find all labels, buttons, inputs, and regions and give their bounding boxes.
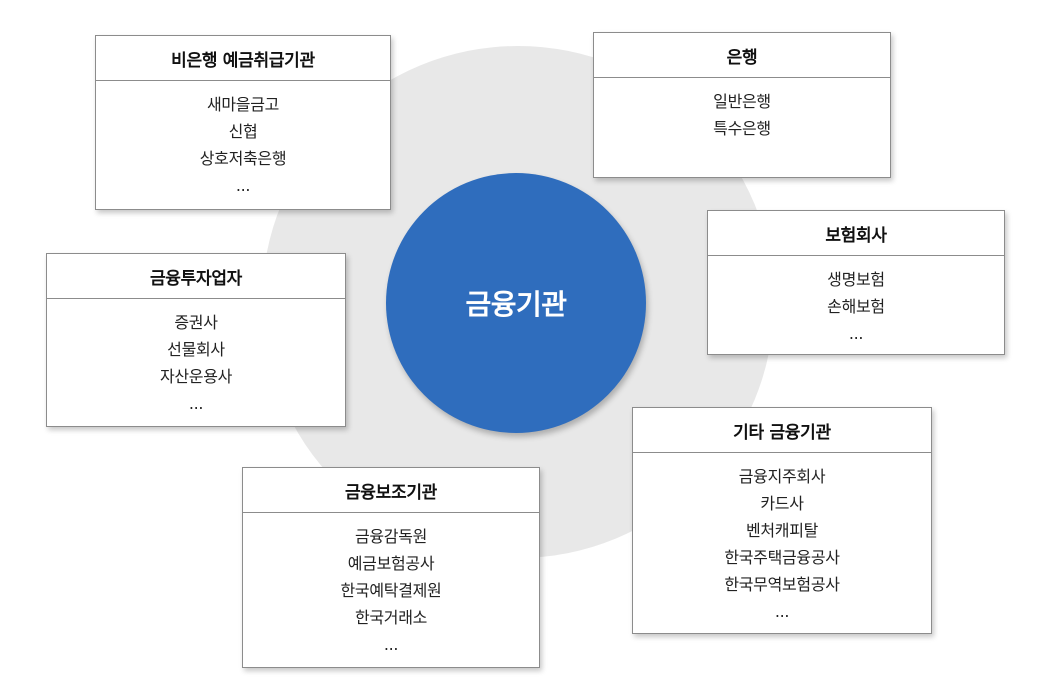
- card-item: 특수은행: [713, 119, 771, 138]
- card-item: 일반은행: [713, 92, 771, 111]
- card-insurance: 보험회사 생명보험 손해보험 ...: [707, 210, 1005, 355]
- card-item: ...: [774, 602, 790, 621]
- card-item: 자산운용사: [159, 367, 233, 386]
- card-title: 금융투자업자: [47, 254, 345, 299]
- card-item: 카드사: [760, 494, 804, 513]
- card-title: 기타 금융기관: [633, 408, 931, 453]
- card-financial-auxiliary: 금융보조기관 금융감독원 예금보험공사 한국예탁결제원 한국거래소 ...: [242, 467, 540, 668]
- card-item: 한국예탁결제원: [340, 581, 442, 600]
- card-item: 예금보험공사: [347, 554, 435, 573]
- card-item: ...: [848, 324, 864, 343]
- card-title: 금융보조기관: [243, 468, 539, 513]
- card-title: 은행: [594, 33, 890, 78]
- card-other-financial: 기타 금융기관 금융지주회사 카드사 벤처캐피탈 한국주택금융공사 한국무역보험…: [632, 407, 932, 634]
- card-title: 비은행 예금취급기관: [96, 36, 390, 81]
- card-item: 한국거래소: [354, 608, 428, 627]
- card-item-list: 일반은행 특수은행: [594, 78, 890, 142]
- card-item: 한국무역보험공사: [724, 575, 840, 594]
- center-node: 금융기관: [386, 173, 646, 433]
- card-item: 벤처캐피탈: [745, 521, 819, 540]
- card-item: 생명보험: [827, 270, 885, 289]
- card-item: 새마을금고: [206, 95, 280, 114]
- card-item: 상호저축은행: [199, 149, 287, 168]
- card-item: 한국주택금융공사: [724, 548, 840, 567]
- card-item-list: 생명보험 손해보험 ...: [708, 256, 1004, 347]
- card-item-list: 새마을금고 신협 상호저축은행 ...: [96, 81, 390, 199]
- card-item: 신협: [228, 122, 258, 141]
- card-item: 손해보험: [827, 297, 885, 316]
- card-nonbank-deposit: 비은행 예금취급기관 새마을금고 신협 상호저축은행 ...: [95, 35, 391, 210]
- card-item-list: 증권사 선물회사 자산운용사 ...: [47, 299, 345, 417]
- card-item-list: 금융감독원 예금보험공사 한국예탁결제원 한국거래소 ...: [243, 513, 539, 658]
- card-bank: 은행 일반은행 특수은행: [593, 32, 891, 178]
- card-item: 증권사: [174, 313, 218, 332]
- card-item: ...: [383, 635, 399, 654]
- center-label: 금융기관: [465, 288, 567, 321]
- card-title: 보험회사: [708, 211, 1004, 256]
- card-item-list: 금융지주회사 카드사 벤처캐피탈 한국주택금융공사 한국무역보험공사 ...: [633, 453, 931, 625]
- card-item: 금융감독원: [354, 527, 428, 546]
- card-item: 금융지주회사: [738, 467, 826, 486]
- card-financial-investment: 금융투자업자 증권사 선물회사 자산운용사 ...: [46, 253, 346, 427]
- card-item: ...: [235, 176, 251, 195]
- card-item: ...: [188, 394, 204, 413]
- card-item: 선물회사: [167, 340, 225, 359]
